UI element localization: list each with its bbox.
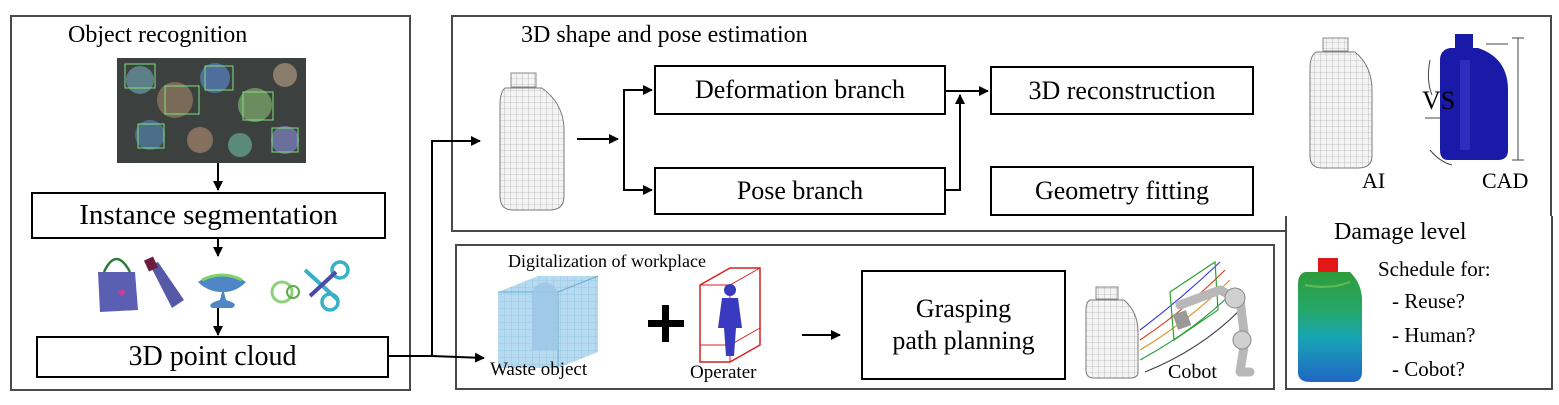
- object-recognition-title: Object recognition: [68, 22, 248, 48]
- cobot-label: Cobot: [1168, 361, 1217, 383]
- estimation-title: 3D shape and pose estimation: [521, 22, 808, 48]
- damage-level-title: Damage level: [1334, 219, 1467, 245]
- schedule-option-human: - Human?: [1392, 323, 1476, 347]
- schedule-label: Schedule for:: [1378, 257, 1491, 281]
- reconstruction-label: 3D reconstruction: [1028, 75, 1216, 105]
- cobot-scene: [1084, 260, 1269, 380]
- waste-object-cube: [498, 275, 599, 368]
- segmented-objects: [98, 256, 350, 312]
- ai-mesh-bottle: [1309, 37, 1373, 169]
- geometry-fitting-label: Geometry fitting: [1034, 176, 1209, 205]
- vs-label: VS: [1422, 86, 1456, 115]
- waste-scene-photo: [117, 58, 306, 163]
- ai-label: AI: [1362, 168, 1386, 193]
- instance-segmentation-label: Instance segmentation: [79, 199, 338, 231]
- deformation-branch-label: Deformation branch: [694, 75, 906, 104]
- operator-label: Operater: [690, 362, 757, 383]
- schedule-option-reuse: - Reuse?: [1392, 289, 1465, 313]
- arrow-pointcloud-to-workplace: [431, 352, 485, 363]
- pose-branch-box: Pose branch: [654, 167, 946, 215]
- cad-label: CAD: [1482, 168, 1529, 193]
- schedule-option-cobot: - Cobot?: [1392, 357, 1465, 381]
- point-cloud-box: 3D point cloud: [36, 336, 389, 378]
- grasping-label-line2: path planning: [892, 326, 1035, 355]
- grasping-label-line1: Grasping: [915, 294, 1012, 323]
- reconstruction-box: 3D reconstruction: [990, 66, 1254, 115]
- instance-segmentation-box: Instance segmentation: [31, 192, 386, 239]
- grasping-path-planning-box: Grasping path planning: [861, 270, 1066, 380]
- arrow-to-pose: [623, 139, 653, 195]
- arrow-pose-to-reconstruction: [945, 94, 965, 191]
- pose-branch-label: Pose branch: [736, 176, 864, 205]
- waste-object-label: Waste object: [490, 359, 588, 380]
- geometry-fitting-box: Geometry fitting: [990, 166, 1254, 216]
- plus-icon: [648, 305, 684, 342]
- damage-level-bottle: [1298, 258, 1362, 382]
- operator-box: [699, 267, 761, 363]
- deformation-branch-box: Deformation branch: [654, 65, 946, 115]
- cad-bottle: [1425, 34, 1524, 166]
- point-cloud-label: 3D point cloud: [128, 341, 297, 372]
- workplace-title: Digitalization of workplace: [508, 251, 706, 271]
- arrow-to-deformation: [623, 85, 653, 139]
- mesh-bottle-estimation: [499, 72, 565, 211]
- arrow-pointcloud-to-estimation: [388, 136, 481, 357]
